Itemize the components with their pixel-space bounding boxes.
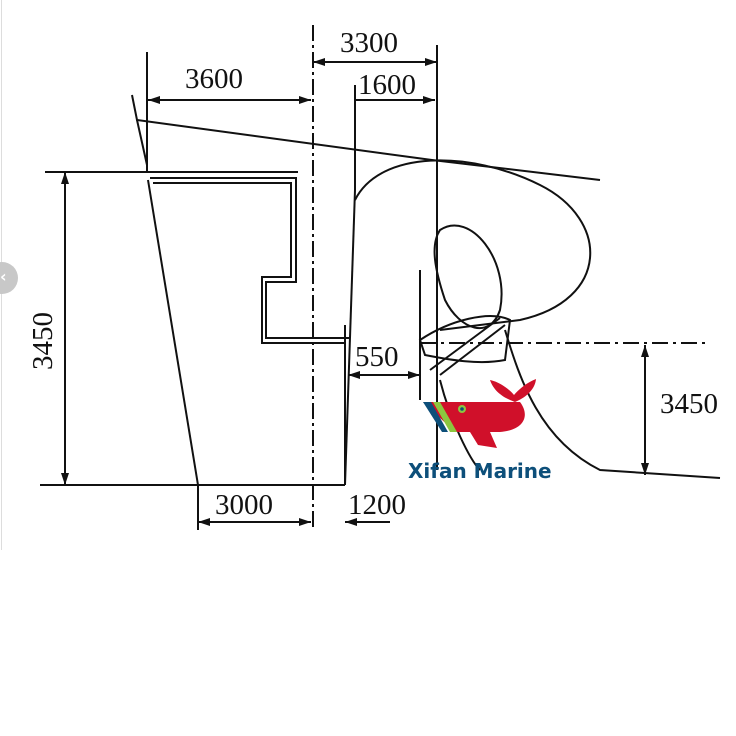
dim-label-3000: 3000 (215, 489, 273, 521)
dim-label-1600: 1600 (358, 69, 416, 101)
previous-image-button[interactable]: ‹ (0, 262, 18, 294)
dim-label-3450-right: 3450 (660, 388, 718, 420)
dim-label-3600: 3600 (185, 63, 243, 95)
watermark-brand: Xifan Marine (408, 459, 552, 483)
dim-label-3300: 3300 (340, 27, 398, 59)
whale-logo-icon (423, 379, 536, 448)
dim-label-3450-left: 3450 (27, 312, 59, 370)
chevron-left-icon: ‹ (0, 267, 7, 286)
dim-label-550: 550 (355, 341, 399, 373)
dim-label-1200: 1200 (348, 489, 406, 521)
